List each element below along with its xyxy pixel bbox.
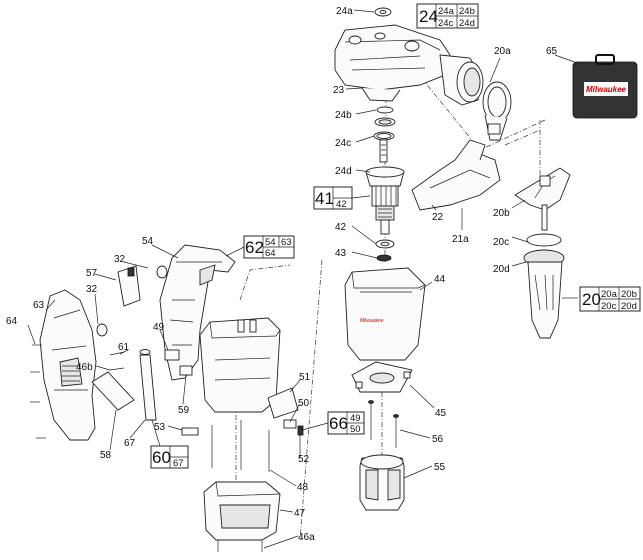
tool-case-part: Milwaukee — [572, 54, 638, 119]
long-screws-part — [368, 400, 399, 448]
small-screws-part — [109, 351, 125, 371]
label-32-lower: 32 — [86, 284, 98, 295]
label-52: 52 — [298, 454, 310, 465]
label-53: 53 — [154, 422, 166, 433]
part-labels: 24a 23 24b 24c 24d 20a 65 22 21a 42 43 4… — [6, 6, 558, 543]
label-59: 59 — [178, 405, 190, 416]
label-24a: 24a — [336, 6, 353, 17]
label-55: 55 — [434, 462, 446, 473]
label-24b: 24b — [335, 110, 352, 121]
assembly-62-main: 62 — [245, 238, 264, 257]
label-48: 48 — [297, 482, 309, 493]
label-20a: 20a — [494, 46, 511, 57]
label-42: 42 — [335, 222, 347, 233]
leader-lines — [27, 9, 581, 549]
label-20c: 20c — [493, 237, 509, 248]
label-20d: 20d — [493, 264, 510, 275]
assembly-box-60: 60 67 — [150, 445, 189, 469]
label-23: 23 — [333, 85, 345, 96]
assembly-62-sub-a: 54 — [265, 237, 276, 248]
assembly-66-main: 66 — [329, 414, 348, 433]
retaining-rings-part — [373, 106, 396, 141]
assembly-20-sub-c: 20c — [601, 301, 617, 312]
gear-housing-part — [334, 24, 484, 106]
label-67: 67 — [124, 438, 136, 449]
assembly-66-sub-a: 49 — [350, 413, 361, 424]
assembly-24-sub-b: 24b — [459, 6, 475, 17]
label-47: 47 — [294, 508, 306, 519]
label-22: 22 — [432, 212, 444, 223]
label-58: 58 — [100, 450, 112, 461]
clamp-ring-part — [482, 81, 512, 141]
label-45: 45 — [435, 408, 447, 419]
label-24c: 24c — [335, 138, 351, 149]
field-coil-part — [359, 454, 405, 511]
assembly-66-sub-b: 50 — [350, 424, 361, 435]
svg-text:Milwaukee: Milwaukee — [360, 318, 384, 324]
assembly-20-sub-a: 20a — [601, 289, 618, 300]
label-64: 64 — [6, 316, 18, 327]
center-housing-part — [159, 244, 236, 381]
gear-cover-part — [411, 139, 501, 211]
end-cap-screws-part — [217, 540, 263, 552]
case-brand-logo: Milwaukee — [586, 85, 627, 94]
assembly-20-main: 20 — [582, 290, 601, 309]
assembly-20-sub-b: 20b — [621, 289, 637, 300]
bearings-part — [375, 239, 395, 262]
terminal-parts — [164, 349, 199, 436]
assembly-24-main: 24 — [419, 7, 438, 26]
label-56: 56 — [432, 434, 444, 445]
label-51: 51 — [299, 372, 311, 383]
label-21a: 21a — [452, 234, 469, 245]
assembly-box-24: 24 24a 24b 24c 24d — [416, 3, 479, 29]
rear-motor-housing-part — [199, 317, 281, 413]
label-20b: 20b — [493, 208, 510, 219]
motor-housing-part: Milwaukee — [344, 267, 426, 361]
assembly-62-sub-b: 63 — [281, 237, 292, 248]
washer-part — [96, 265, 168, 337]
label-46b: 46b — [76, 362, 93, 373]
label-43: 43 — [335, 248, 347, 259]
handle-screws-part — [30, 344, 46, 439]
cord-protector-part — [139, 349, 157, 421]
side-handle-part — [514, 167, 571, 339]
label-61: 61 — [118, 342, 130, 353]
assembly-24-sub-c: 24c — [438, 18, 454, 29]
label-24d: 24d — [335, 166, 352, 177]
trigger-insert-part — [91, 371, 135, 411]
assembly-24-sub-a: 24a — [438, 6, 455, 17]
label-63: 63 — [33, 300, 45, 311]
label-57: 57 — [86, 268, 98, 279]
assembly-20-sub-d: 20d — [621, 301, 637, 312]
assembly-60-sub: 67 — [173, 458, 184, 469]
label-65: 65 — [546, 46, 558, 57]
switch-part — [117, 265, 141, 307]
assembly-62-sub-c: 64 — [265, 248, 276, 259]
label-50: 50 — [298, 398, 310, 409]
assembly-box-62: 62 54 63 64 — [243, 235, 295, 259]
brush-plate-part — [351, 361, 413, 393]
assembly-41-main: 41 — [315, 189, 334, 208]
assembly-box-41: 41 42 — [313, 186, 353, 210]
handle-half-part — [39, 289, 97, 441]
assembly-box-20: 20 20a 20b 20c 20d — [579, 286, 641, 312]
brush-holder-part — [267, 387, 304, 436]
housing-screws-part — [211, 420, 270, 472]
nut-part — [374, 7, 392, 17]
label-46a: 46a — [298, 532, 315, 543]
label-49: 49 — [153, 322, 165, 333]
label-32-upper: 32 — [114, 254, 126, 265]
assembly-box-66: 66 49 50 — [327, 411, 365, 435]
label-54: 54 — [142, 236, 154, 247]
assembly-41-sub: 42 — [336, 199, 347, 210]
label-44: 44 — [434, 274, 446, 285]
assembly-24-sub-d: 24d — [459, 18, 475, 29]
assembly-60-main: 60 — [152, 448, 171, 467]
armature-part — [365, 139, 405, 235]
end-cap-part — [203, 481, 281, 541]
